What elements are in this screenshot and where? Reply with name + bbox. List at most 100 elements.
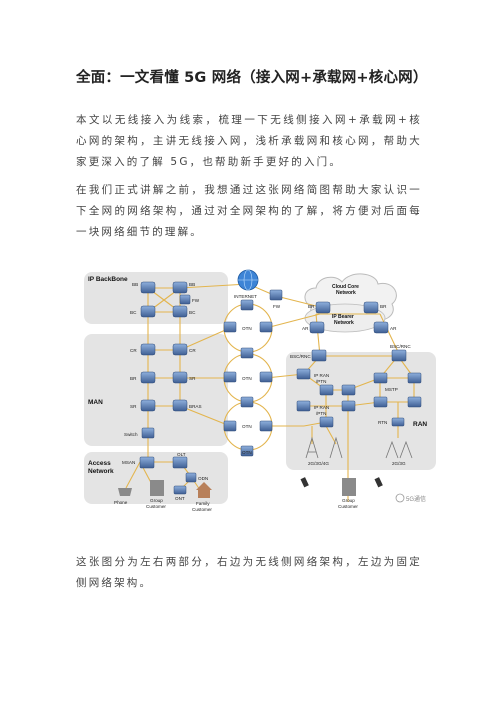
ipran-node-4 — [296, 400, 311, 412]
otn-node-c — [259, 321, 273, 333]
router-bb-1 — [140, 281, 156, 294]
group-customer-building-icon — [150, 480, 164, 496]
label-group-2: Group — [342, 498, 355, 503]
otn-node-h — [223, 420, 237, 432]
paragraph-explanation: 这张图分为左右两部分，右边为无线侧网络架构，左边为固定侧网络架构。 — [76, 556, 422, 589]
router-bc-2 — [172, 305, 188, 318]
firewall-1 — [179, 294, 191, 305]
otn-node-i — [259, 420, 273, 432]
label-group-1: Group — [150, 498, 163, 503]
label-mstp: MSTP — [385, 387, 398, 392]
router-core-br-1 — [315, 301, 331, 314]
label-2g3g: 2G/3G — [392, 461, 406, 466]
region-ran — [286, 352, 436, 470]
router-bras — [172, 399, 188, 412]
otn-node-b — [223, 321, 237, 333]
mobile-phone-icon-1 — [300, 477, 309, 488]
network-diagram: IP BackBone MAN Access Network RAN Cloud… — [84, 269, 436, 512]
otn-node-j — [240, 445, 254, 457]
router-ar-1 — [309, 321, 325, 334]
router-cr-2 — [172, 343, 188, 356]
rtn-node — [391, 417, 405, 427]
label-sr-1: SR — [189, 376, 196, 381]
paragraph-intro: 本文以无线接入为线索，梳理一下无线侧接入网+承载网+核心网的架构，主讲无线接入网… — [76, 114, 422, 168]
label-access: Access — [88, 460, 111, 467]
label-cr-1: CR — [130, 348, 137, 353]
router-bc-1 — [140, 305, 156, 318]
phone-icon — [118, 488, 132, 496]
network-nodes — [139, 281, 422, 495]
label-ipran-1: IP RAN — [314, 373, 329, 378]
label-ipran-1b: /PTN — [316, 379, 326, 384]
region-ip-backbone — [84, 272, 228, 324]
label-ipran-2b: /PTN — [316, 411, 326, 416]
ipran-node-3 — [341, 384, 356, 396]
label-bsc-rnc-2: BSC/RNC — [390, 344, 411, 349]
label-bb-1: BB — [132, 282, 138, 287]
label-fw-1: FW — [192, 298, 200, 303]
bsc-rnc-2 — [391, 349, 407, 362]
mobile-phone-icon-2 — [374, 477, 383, 488]
label-odn: ODN — [198, 476, 208, 481]
router-cr-1 — [140, 343, 156, 356]
label-bc-1: BC — [130, 310, 137, 315]
label-bsc-rnc-1: BSC/RNC — [290, 354, 311, 359]
cell-tower-icon — [305, 436, 413, 459]
label-bb-2: BB — [189, 282, 195, 287]
label-br-1: BR — [130, 376, 137, 381]
article-title: 全面：一文看懂 5G 网络（接入网+承载网+核心网） — [76, 70, 428, 86]
mstp-node-3 — [373, 396, 388, 408]
router-sr-1 — [172, 371, 188, 384]
label-ip-backbone: IP BackBone — [88, 276, 128, 283]
region-man — [84, 334, 228, 446]
msan — [139, 456, 155, 469]
firewall-2 — [269, 289, 283, 301]
ont — [173, 485, 187, 495]
otn-node-e — [223, 371, 237, 383]
bsc-rnc-1 — [311, 349, 327, 362]
mstp-node-1 — [373, 372, 388, 384]
mstp-node-4 — [407, 396, 422, 408]
label-ar-1: AR — [302, 326, 309, 331]
label-group-1b: Customer — [146, 504, 166, 509]
customer-icons — [118, 477, 383, 498]
label-olt: OLT — [177, 452, 186, 457]
label-sr-2: SR — [130, 404, 137, 409]
label-ont: ONT — [175, 496, 185, 501]
label-2g3g4g: 2G/3G/4G — [308, 461, 329, 466]
label-cloud-network: Network — [336, 290, 356, 296]
otn-node-f — [259, 371, 273, 383]
label-ar-2: AR — [390, 326, 397, 331]
label-switch: Switch — [124, 432, 138, 437]
label-bras: BRAS — [189, 404, 202, 409]
otn-node-g — [240, 396, 254, 408]
ipran-node-6 — [319, 416, 334, 428]
family-house-icon — [196, 482, 212, 498]
label-core-br-2: BR — [380, 304, 387, 309]
router-sr-2 — [140, 399, 156, 412]
label-otn-1: OTN — [242, 326, 252, 331]
odn — [185, 472, 197, 483]
label-bc-2: BC — [189, 310, 196, 315]
router-core-br-2 — [363, 301, 379, 314]
label-rtn: RTN — [378, 420, 387, 425]
otn-node-a — [240, 299, 254, 311]
label-ran: RAN — [413, 421, 427, 428]
label-fw-2: FW — [273, 304, 281, 309]
otn-node-d — [240, 347, 254, 359]
label-core-br-1: BR — [308, 304, 315, 309]
watermark-text: 5G通信 — [406, 495, 426, 503]
label-family-b: Customer — [192, 507, 212, 512]
mstp-node-2 — [407, 372, 422, 384]
paragraph-overview: 在我们正式讲解之前，我想通过这张网络简图帮助大家认识一下全网的网络架构，通过对全… — [76, 184, 422, 238]
label-family: Family — [196, 501, 210, 506]
label-cloud-core: Cloud Core — [332, 284, 359, 290]
olt — [172, 456, 188, 469]
label-ip-bearer: IP Bearer — [332, 314, 354, 320]
label-otn-2: OTN — [242, 376, 252, 381]
router-ar-2 — [373, 321, 389, 334]
label-otn-3: OTN — [242, 424, 252, 429]
label-ipran-2: IP RAN — [314, 405, 329, 410]
label-otn-4: OTN — [242, 450, 252, 455]
ipran-node-5 — [341, 400, 356, 412]
